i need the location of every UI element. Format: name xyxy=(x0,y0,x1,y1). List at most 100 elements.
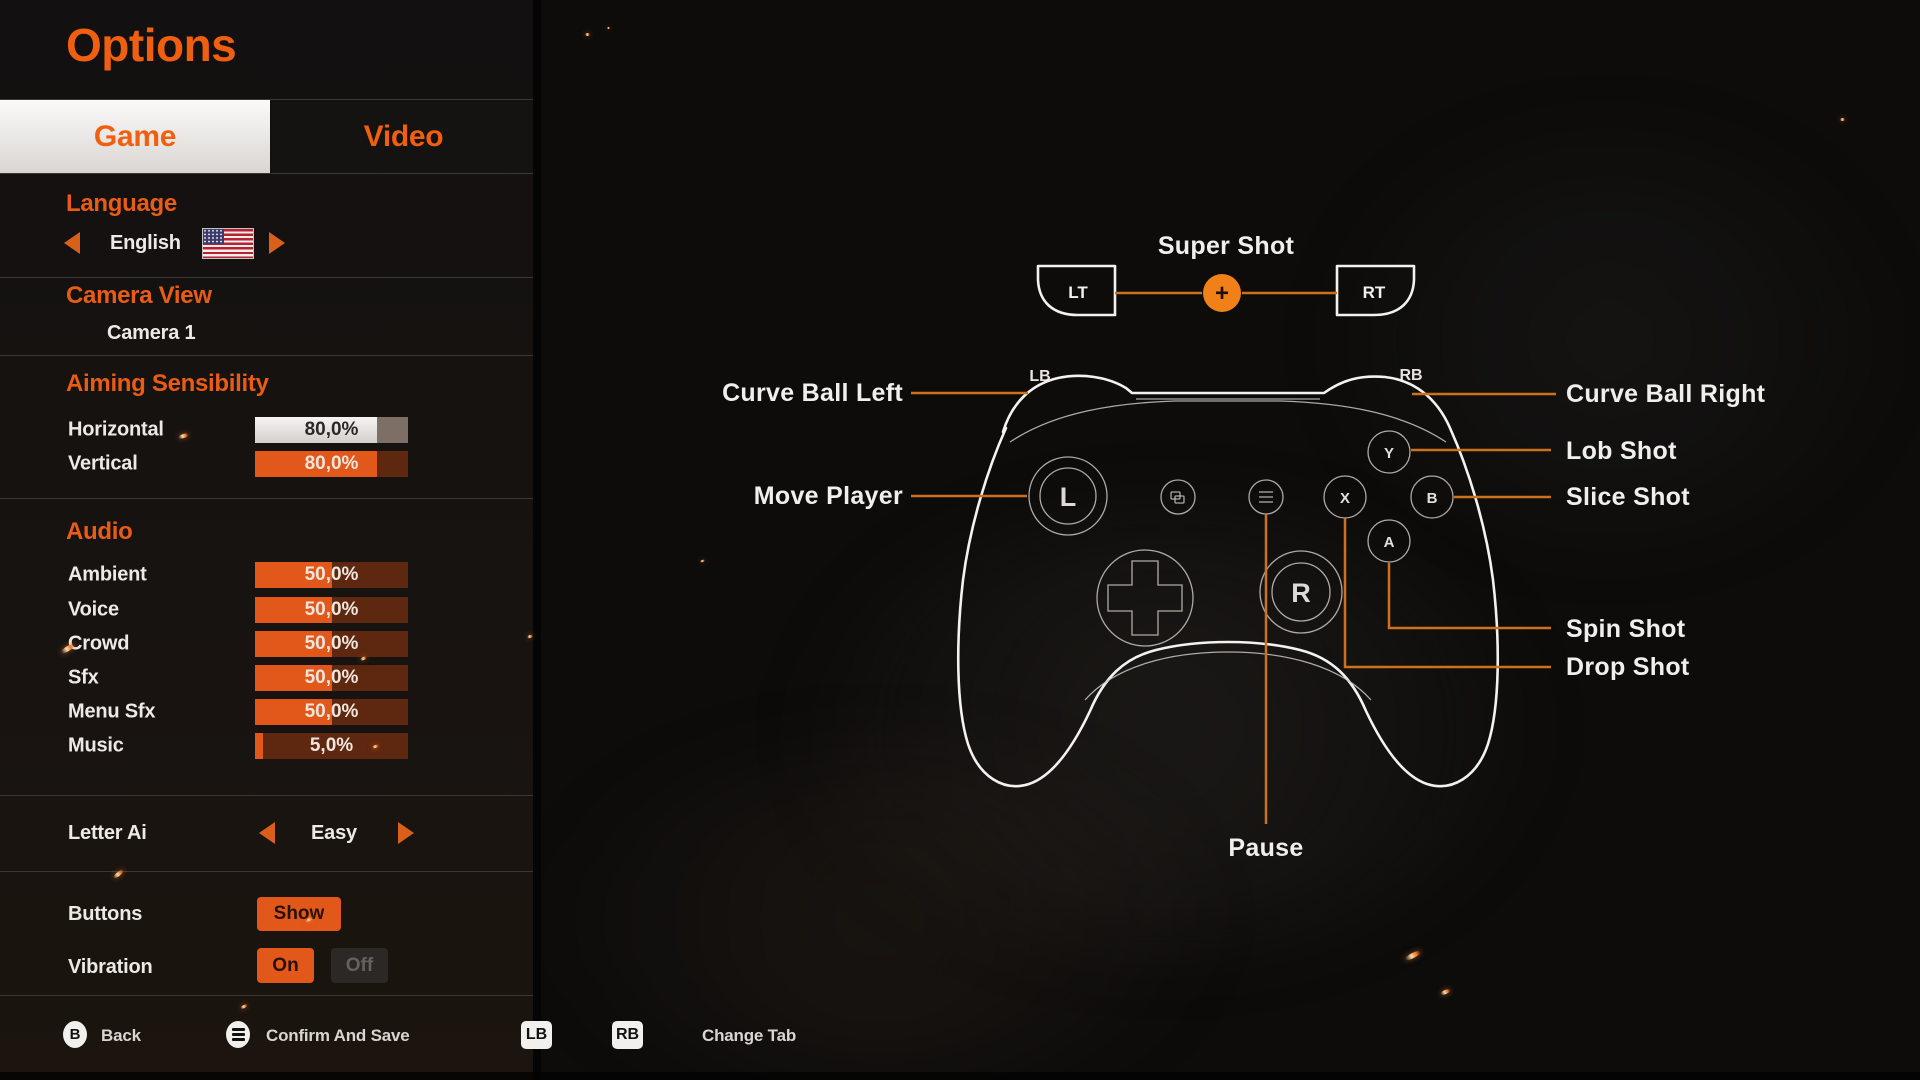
bottom-strip xyxy=(0,1072,1920,1080)
svg-text:Curve Ball Right: Curve Ball Right xyxy=(1566,380,1766,408)
aiming-sensibility-header: Aiming Sensibility xyxy=(66,370,269,397)
vibration-off-button[interactable]: Off xyxy=(331,948,388,983)
sfx-volume-row: Sfx 50,0% xyxy=(0,665,537,691)
controller-body xyxy=(956,374,1500,788)
x-button-icon: X xyxy=(1323,475,1367,519)
voice-value: 50,0% xyxy=(304,599,359,620)
horizontal-sensitivity-row: Horizontal 80,0% xyxy=(0,417,537,443)
svg-text:Curve Ball Left: Curve Ball Left xyxy=(722,379,903,407)
svg-text:Spin Shot: Spin Shot xyxy=(1566,615,1686,643)
svg-text:Move Player: Move Player xyxy=(754,482,903,510)
menu-sfx-volume-slider[interactable]: 50,0% xyxy=(255,699,408,725)
options-panel: Options Game Video Language English Came… xyxy=(0,0,537,1080)
music-volume-row: Music 5,0% xyxy=(0,733,537,759)
menu-sfx-value: 50,0% xyxy=(304,701,359,722)
svg-text:Drop Shot: Drop Shot xyxy=(1566,653,1690,681)
language-header: Language xyxy=(66,190,177,217)
callout-move-player: Move Player xyxy=(754,482,1027,510)
crowd-label: Crowd xyxy=(68,632,130,655)
ambient-value: 50,0% xyxy=(304,564,359,585)
svg-text:Pause: Pause xyxy=(1228,834,1303,862)
lt-trigger-icon: LT xyxy=(1036,264,1117,317)
buttons-show-button[interactable]: Show xyxy=(257,897,341,931)
language-value: English xyxy=(110,232,181,254)
svg-text:RT: RT xyxy=(1363,283,1386,302)
music-volume-slider[interactable]: 5,0% xyxy=(255,733,408,759)
confirm-save-hint-label: Confirm And Save xyxy=(266,1026,410,1045)
us-flag-icon xyxy=(203,229,253,258)
sfx-value: 50,0% xyxy=(304,667,359,688)
crowd-value: 50,0% xyxy=(304,633,359,654)
right-stick-icon: R xyxy=(1259,550,1343,634)
horizontal-sensitivity-slider[interactable]: 80,0% xyxy=(255,417,408,443)
language-next-arrow[interactable] xyxy=(269,232,285,254)
menu-button-icon xyxy=(1248,479,1284,515)
dpad-icon xyxy=(1096,549,1194,647)
vibration-on-button[interactable]: On xyxy=(257,948,314,983)
change-tab-hint-label: Change Tab xyxy=(702,1026,797,1045)
svg-text:+: + xyxy=(1215,280,1229,307)
svg-text:R: R xyxy=(1291,578,1311,608)
vibration-label: Vibration xyxy=(68,956,153,978)
callout-drop-shot: Drop Shot xyxy=(1343,518,1690,681)
sfx-label: Sfx xyxy=(68,666,99,689)
vertical-label: Vertical xyxy=(68,452,138,475)
ember-particle xyxy=(1840,118,1845,121)
svg-text:Slice Shot: Slice Shot xyxy=(1566,483,1690,511)
callout-lob-shot: Lob Shot xyxy=(1411,437,1677,465)
tab-video[interactable]: Video xyxy=(272,100,535,173)
ambient-volume-slider[interactable]: 50,0% xyxy=(255,562,408,588)
left-stick-icon: L xyxy=(1028,456,1108,536)
vertical-sensitivity-row: Vertical 80,0% xyxy=(0,451,537,477)
audio-header: Audio xyxy=(66,518,133,545)
b-button-icon: B xyxy=(1410,475,1454,519)
camera-view-header: Camera View xyxy=(66,282,212,309)
callout-spin-shot: Spin Shot xyxy=(1387,563,1686,643)
rb-hint-icon: RB xyxy=(612,1021,643,1049)
language-prev-arrow[interactable] xyxy=(64,232,80,254)
voice-label: Voice xyxy=(68,598,119,621)
camera-view-value: Camera 1 xyxy=(107,322,196,344)
crowd-volume-row: Crowd 50,0% xyxy=(0,631,537,657)
letter-ai-next-arrow[interactable] xyxy=(398,822,414,844)
letter-ai-value: Easy xyxy=(311,822,357,844)
view-button-icon xyxy=(1160,479,1196,515)
menu-sfx-volume-row: Menu Sfx 50,0% xyxy=(0,699,537,725)
plus-combo-icon: + xyxy=(1203,274,1241,312)
horizontal-label: Horizontal xyxy=(68,418,164,441)
b-button-hint-icon: B xyxy=(63,1021,87,1048)
svg-text:B: B xyxy=(1427,490,1438,507)
voice-volume-slider[interactable]: 50,0% xyxy=(255,597,408,623)
ambient-label: Ambient xyxy=(68,563,147,586)
callout-slice-shot: Slice Shot xyxy=(1454,483,1690,511)
super-shot-label: Super Shot xyxy=(1158,232,1295,260)
tab-game[interactable]: Game xyxy=(0,100,270,173)
crowd-volume-slider[interactable]: 50,0% xyxy=(255,631,408,657)
letter-ai-label: Letter Ai xyxy=(68,822,147,844)
sfx-volume-slider[interactable]: 50,0% xyxy=(255,665,408,691)
panel-divider xyxy=(533,0,541,1080)
lb-hint-icon: LB xyxy=(521,1021,552,1049)
svg-text:L: L xyxy=(1060,482,1077,512)
back-hint-label: Back xyxy=(101,1026,141,1045)
letter-ai-prev-arrow[interactable] xyxy=(259,822,275,844)
menu-sfx-label: Menu Sfx xyxy=(68,700,156,723)
vertical-sensitivity-slider[interactable]: 80,0% xyxy=(255,451,408,477)
svg-text:LT: LT xyxy=(1068,283,1088,302)
callout-curve-ball-right: Curve Ball Right xyxy=(1412,380,1766,408)
voice-volume-row: Voice 50,0% xyxy=(0,597,537,623)
horizontal-value: 80,0% xyxy=(304,419,359,440)
rt-trigger-icon: RT xyxy=(1335,264,1416,317)
svg-text:Lob Shot: Lob Shot xyxy=(1566,437,1677,465)
music-value: 5,0% xyxy=(309,735,354,756)
callout-pause: Pause xyxy=(1228,514,1303,862)
svg-text:X: X xyxy=(1340,490,1350,507)
rb-bumper-label: RB xyxy=(1399,367,1422,384)
a-button-icon: A xyxy=(1367,519,1411,563)
menu-button-hint-icon xyxy=(226,1021,250,1048)
svg-text:A: A xyxy=(1384,534,1395,551)
svg-text:Y: Y xyxy=(1384,445,1394,462)
page-title: Options xyxy=(66,19,237,71)
